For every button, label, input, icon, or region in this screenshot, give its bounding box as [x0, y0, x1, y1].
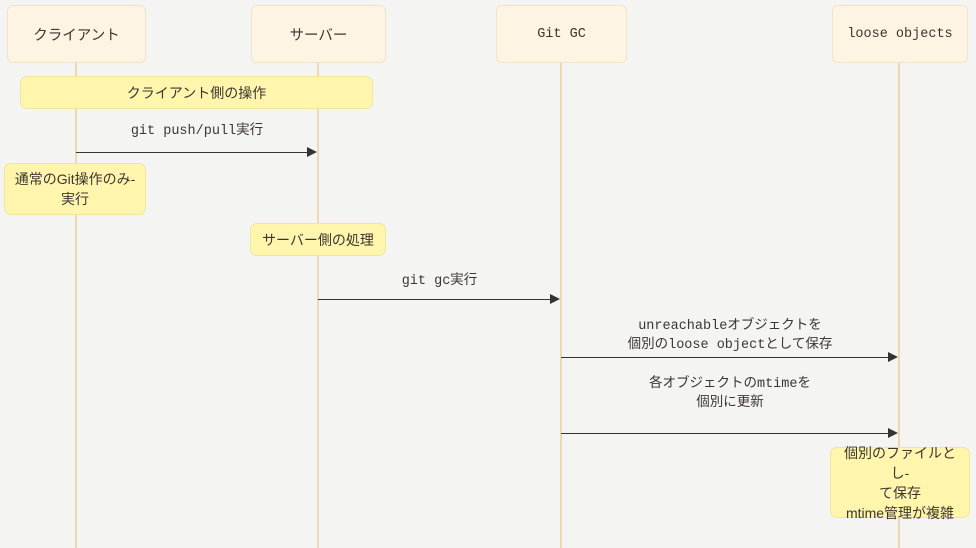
arrowhead-icon-update-mtime — [888, 428, 898, 438]
lifeline-gitgc — [560, 63, 562, 548]
message-label-git-gc: git gc実行 — [401, 274, 478, 289]
note-client-operations: クライアント側の操作 — [20, 76, 373, 109]
message-label-store-loose-object: unreachableオブジェクトを 個別のloose objectとして保存 — [627, 319, 833, 353]
arrowhead-icon-store-loose-object — [888, 352, 898, 362]
message-line-store-loose-object — [561, 357, 889, 358]
message-line-update-mtime — [561, 433, 889, 434]
message-line-git-push-pull — [76, 152, 309, 153]
lifeline-server — [317, 63, 319, 548]
note-normal-git-only: 通常のGit操作のみ- 実行 — [4, 163, 146, 215]
arrowhead-icon-git-push-pull — [307, 147, 317, 157]
participant-loose[interactable]: loose objects — [832, 5, 968, 63]
participant-gitgc[interactable]: Git GC — [496, 5, 627, 63]
participant-server[interactable]: サーバー — [251, 5, 386, 63]
note-individual-files: 個別のファイルとし- て保存 mtime管理が複雑 — [830, 445, 970, 521]
lifeline-loose — [898, 63, 900, 548]
note-server-processing: サーバー側の処理 — [250, 223, 386, 256]
lifeline-client — [75, 63, 77, 548]
message-label-git-push-pull: git push/pull実行 — [130, 124, 264, 139]
participant-client[interactable]: クライアント — [7, 5, 146, 63]
arrowhead-icon-git-gc — [550, 294, 560, 304]
message-line-git-gc — [318, 299, 551, 300]
message-label-update-mtime: 各オブジェクトのmtimeを 個別に更新 — [648, 377, 811, 411]
